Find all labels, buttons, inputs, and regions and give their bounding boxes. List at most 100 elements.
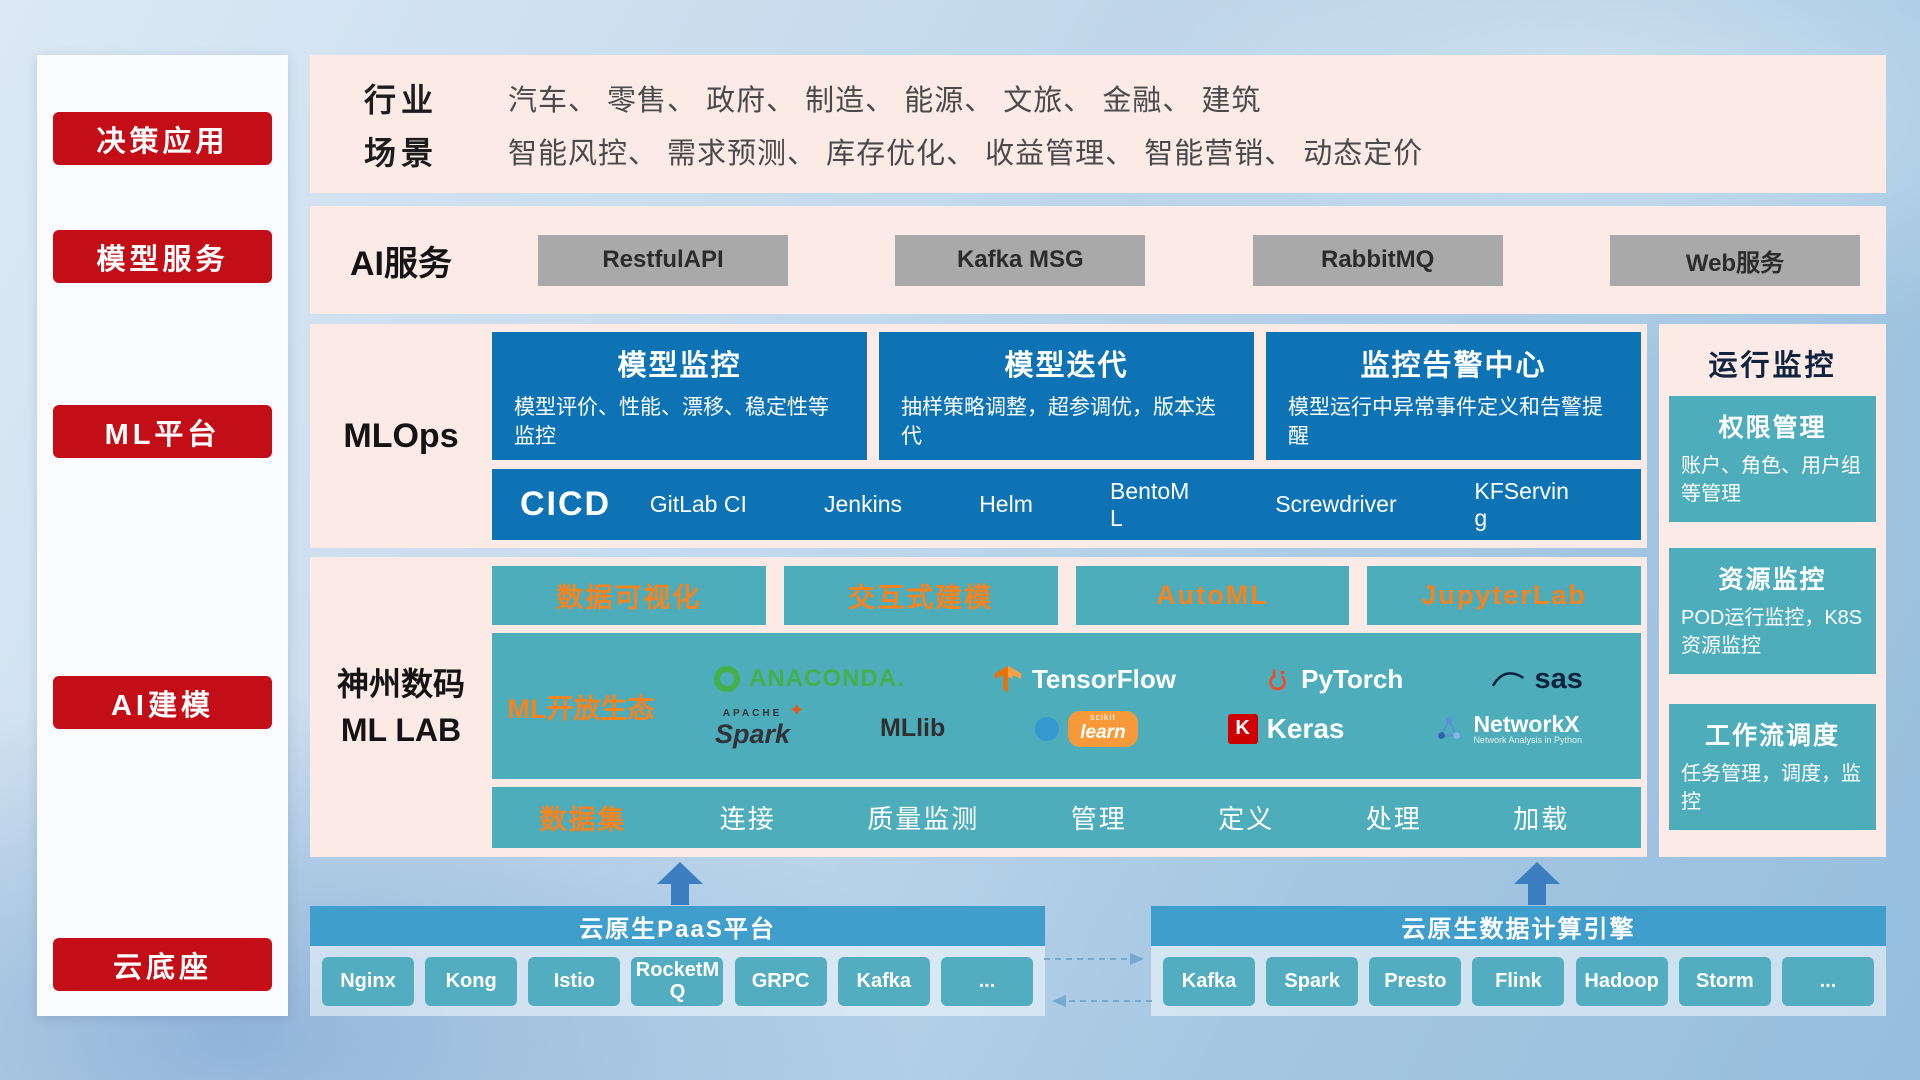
engine-chip-presto[interactable]: Presto xyxy=(1369,956,1462,1006)
tensorflow-icon xyxy=(994,665,1022,693)
sas-icon xyxy=(1492,672,1525,687)
cicd-tools: GitLab CI Jenkins Helm BentoML Screwdriv… xyxy=(611,478,1613,531)
mllib-logo: MLlib xyxy=(880,714,945,743)
cicd-label: CICD xyxy=(520,485,612,523)
ecosystem-row-1: ANACONDA. TensorFlow xyxy=(670,663,1627,696)
anaconda-wordmark: ANACONDA. xyxy=(749,665,905,692)
engine-chip-more[interactable]: ... xyxy=(1781,956,1874,1006)
engine-chip-flink[interactable]: Flink xyxy=(1472,956,1565,1006)
runtime-monitor-panel: 运行监控 权限管理 账户、角色、用户组等管理 资源监控 POD运行监控，K8S资… xyxy=(1659,324,1886,857)
dataset-items: 连接 质量监测 管理 定义 处理 加载 xyxy=(674,799,1641,836)
ecosystem-logos: ANACONDA. TensorFlow xyxy=(670,663,1627,750)
service-button-restfulapi[interactable]: RestfulAPI xyxy=(538,234,788,286)
mllib-wordmark: MLlib xyxy=(880,714,946,742)
keras-wordmark: Keras xyxy=(1266,712,1345,744)
engine-chip-kafka[interactable]: Kafka xyxy=(1163,956,1255,1006)
ml-lab-panel: 神州数码 ML LAB 数据可视化 交互式建模 AutoML JupyterLa… xyxy=(310,557,1647,857)
sidebar-item-ml-platform[interactable]: ML平台 xyxy=(53,405,272,458)
spark-logo: APACHE Spark ✦ xyxy=(714,699,805,750)
industry-value: 汽车、 零售、 政府、 制造、 能源、 文旅、 金融、 建筑 xyxy=(508,84,1262,117)
resource-monitor-title: 资源监控 xyxy=(1718,566,1827,594)
data-exchange-arrows-icon xyxy=(1044,953,1152,1007)
sas-logo: sas xyxy=(1491,662,1583,696)
dataset-item-manage: 管理 xyxy=(1070,804,1127,834)
mlops-body: 模型监控 模型评价、性能、漂移、稳定性等监控 模型迭代 抽样策略调整，超参调优，… xyxy=(492,332,1641,540)
model-iteration-title: 模型迭代 xyxy=(1004,350,1129,382)
model-iteration-desc: 抽样策略调整，超参调优，版本迭代 xyxy=(901,396,1216,449)
tensorflow-wordmark: TensorFlow xyxy=(1031,663,1176,694)
sidebar-item-ai-modeling[interactable]: AI建模 xyxy=(53,676,272,729)
ml-lab-body: 数据可视化 交互式建模 AutoML JupyterLab ML开放生态 ANA… xyxy=(492,566,1641,848)
industry-scene-panel: 行业 汽车、 零售、 政府、 制造、 能源、 文旅、 金融、 建筑 场景 智能风… xyxy=(310,55,1886,193)
dataset-item-define: 定义 xyxy=(1218,804,1275,834)
engine-components: Kafka Spark Presto Flink Hadoop Storm ..… xyxy=(1151,946,1886,1016)
paas-chip-kafka[interactable]: Kafka xyxy=(837,956,930,1006)
alert-center-title: 监控告警中心 xyxy=(1360,350,1547,382)
dataset-label: 数据集 xyxy=(539,805,627,835)
spark-wordmark: APACHE Spark ✦ xyxy=(714,699,805,749)
alert-center-card: 监控告警中心 模型运行中异常事件定义和告警提醒 xyxy=(1266,332,1641,460)
service-button-kafka-msg[interactable]: Kafka MSG xyxy=(895,234,1146,286)
anaconda-logo: ANACONDA. xyxy=(714,665,905,693)
paas-chip-kong[interactable]: Kong xyxy=(425,956,518,1006)
paas-chip-rocketmq[interactable]: RocketMQ xyxy=(631,956,724,1006)
model-iteration-card: 模型迭代 抽样策略调整，超参调优，版本迭代 xyxy=(879,332,1254,460)
alert-center-desc: 模型运行中异常事件定义和告警提醒 xyxy=(1288,396,1603,449)
ml-open-ecosystem: ML开放生态 ANACONDA. TensorFlow xyxy=(492,633,1641,779)
service-button-rabbitmq[interactable]: RabbitMQ xyxy=(1252,234,1503,286)
scikit-learn-badge: scikit learn xyxy=(1068,710,1138,747)
networkx-logo: NetworkX Network Analysis in Python xyxy=(1434,712,1582,746)
cicd-tool-bentoml: BentoML xyxy=(1110,478,1190,531)
networkx-icon xyxy=(1438,717,1461,740)
cicd-tool-kfserving: KFServing xyxy=(1474,478,1569,531)
sidebar-item-cloud-base[interactable]: 云底座 xyxy=(53,938,272,991)
pytorch-logo: PyTorch xyxy=(1264,664,1403,695)
mlops-label: MLOps xyxy=(343,416,459,455)
engine-chip-spark[interactable]: Spark xyxy=(1266,956,1359,1006)
ai-service-buttons: RestfulAPI Kafka MSG RabbitMQ Web服务 xyxy=(492,234,1886,286)
service-button-web[interactable]: Web服务 xyxy=(1609,234,1860,286)
model-monitoring-title: 模型监控 xyxy=(617,350,742,382)
tool-interactive-modeling[interactable]: 交互式建模 xyxy=(783,566,1058,625)
paas-chip-istio[interactable]: Istio xyxy=(528,956,621,1006)
paas-chip-nginx[interactable]: Nginx xyxy=(322,956,414,1006)
dataset-item-quality: 质量监测 xyxy=(867,804,980,834)
sas-wordmark: sas xyxy=(1534,662,1583,695)
cicd-tool-gitlab-ci: GitLab CI xyxy=(649,491,747,517)
left-nav-rail: 决策应用 模型服务 ML平台 AI建模 云底座 xyxy=(37,55,288,1016)
paas-header: 云原生PaaS平台 xyxy=(310,906,1045,946)
apache-tag: APACHE xyxy=(722,707,783,719)
ml-open-ecosystem-label: ML开放生态 xyxy=(507,693,655,724)
cicd-tool-screwdriver: Screwdriver xyxy=(1275,491,1397,518)
paas-components: Nginx Kong Istio RocketMQ GRPC Kafka ... xyxy=(310,946,1045,1016)
mlops-cards: 模型监控 模型评价、性能、漂移、稳定性等监控 模型迭代 抽样策略调整，超参调优，… xyxy=(492,332,1641,460)
tool-data-visualization[interactable]: 数据可视化 xyxy=(492,566,766,625)
tool-automl[interactable]: AutoML xyxy=(1075,566,1350,625)
dataset-bar: 数据集 连接 质量监测 管理 定义 处理 加载 xyxy=(492,787,1641,848)
engine-chip-hadoop[interactable]: Hadoop xyxy=(1575,956,1668,1006)
pytorch-wordmark: PyTorch xyxy=(1301,663,1404,694)
paas-chip-more[interactable]: ... xyxy=(940,956,1033,1006)
ai-service-panel: AI服务 RestfulAPI Kafka MSG RabbitMQ Web服务 xyxy=(310,206,1886,314)
scene-row: 场景 智能风控、 需求预测、 库存优化、 收益管理、 智能营销、 动态定价 xyxy=(310,128,1886,174)
workflow-scheduler-title: 工作流调度 xyxy=(1704,722,1840,750)
ai-service-label: AI服务 xyxy=(350,244,452,283)
industry-row: 行业 汽车、 零售、 政府、 制造、 能源、 文旅、 金融、 建筑 xyxy=(310,75,1886,121)
engine-chip-storm[interactable]: Storm xyxy=(1678,956,1771,1006)
dataset-item-load: 加载 xyxy=(1513,804,1570,834)
scene-label: 场景 xyxy=(363,134,438,171)
sidebar-item-model-service[interactable]: 模型服务 xyxy=(53,230,272,283)
runtime-monitor-title: 运行监控 xyxy=(1708,350,1837,382)
ml-lab-tool-buttons: 数据可视化 交互式建模 AutoML JupyterLab xyxy=(492,566,1641,625)
sidebar-item-decision-apps[interactable]: 决策应用 xyxy=(53,112,272,165)
paas-chip-grpc[interactable]: GRPC xyxy=(734,956,827,1006)
scikit-learn-logo: scikit learn xyxy=(1035,710,1138,747)
ml-lab-label-line2: ML LAB xyxy=(340,712,462,748)
industry-label: 行业 xyxy=(363,81,438,118)
cicd-tool-jenkins: Jenkins xyxy=(824,491,902,518)
cicd-tool-helm: Helm xyxy=(979,491,1033,517)
networkx-wordmark: NetworkX Network Analysis in Python xyxy=(1473,710,1582,745)
tool-jupyterlab[interactable]: JupyterLab xyxy=(1367,566,1641,625)
ml-lab-label: 神州数码 ML LAB xyxy=(310,566,492,848)
